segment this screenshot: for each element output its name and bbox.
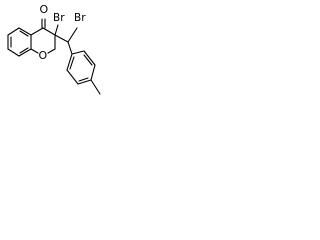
bond xyxy=(66,69,79,85)
bond xyxy=(71,50,85,55)
methyl-bond xyxy=(90,79,101,95)
side-chain xyxy=(54,27,78,55)
aromatic-double-bond xyxy=(78,77,89,82)
aromatic-double-bond xyxy=(19,47,29,54)
bond xyxy=(7,48,20,57)
bromine-ring-label: Br xyxy=(53,12,65,24)
bond xyxy=(30,48,39,54)
tolyl-ring xyxy=(66,50,101,95)
bond xyxy=(18,48,32,57)
bond xyxy=(66,53,73,71)
bond xyxy=(67,27,78,43)
bond xyxy=(18,27,32,36)
bond xyxy=(42,27,56,36)
benzo-ring xyxy=(7,27,32,57)
bond xyxy=(30,27,44,36)
bond xyxy=(83,50,96,66)
pyranone-ring xyxy=(30,18,59,54)
bond xyxy=(77,79,92,85)
bromine-side-label: Br xyxy=(74,12,86,24)
bond xyxy=(7,27,20,36)
bond xyxy=(54,24,59,36)
carbonyl-oxygen-label: O xyxy=(40,3,49,16)
aromatic-double-bond xyxy=(19,30,29,37)
bond xyxy=(47,48,56,54)
molecule-drawing: O O Br Br xyxy=(7,3,101,95)
aromatic-double-bond xyxy=(69,56,75,70)
bond xyxy=(90,64,96,81)
aromatic-double-bond xyxy=(83,54,93,66)
bond xyxy=(54,34,69,43)
bond xyxy=(67,41,73,55)
structure-diagram: O O Br Br xyxy=(0,0,123,115)
ring-oxygen-label: O xyxy=(39,49,48,62)
